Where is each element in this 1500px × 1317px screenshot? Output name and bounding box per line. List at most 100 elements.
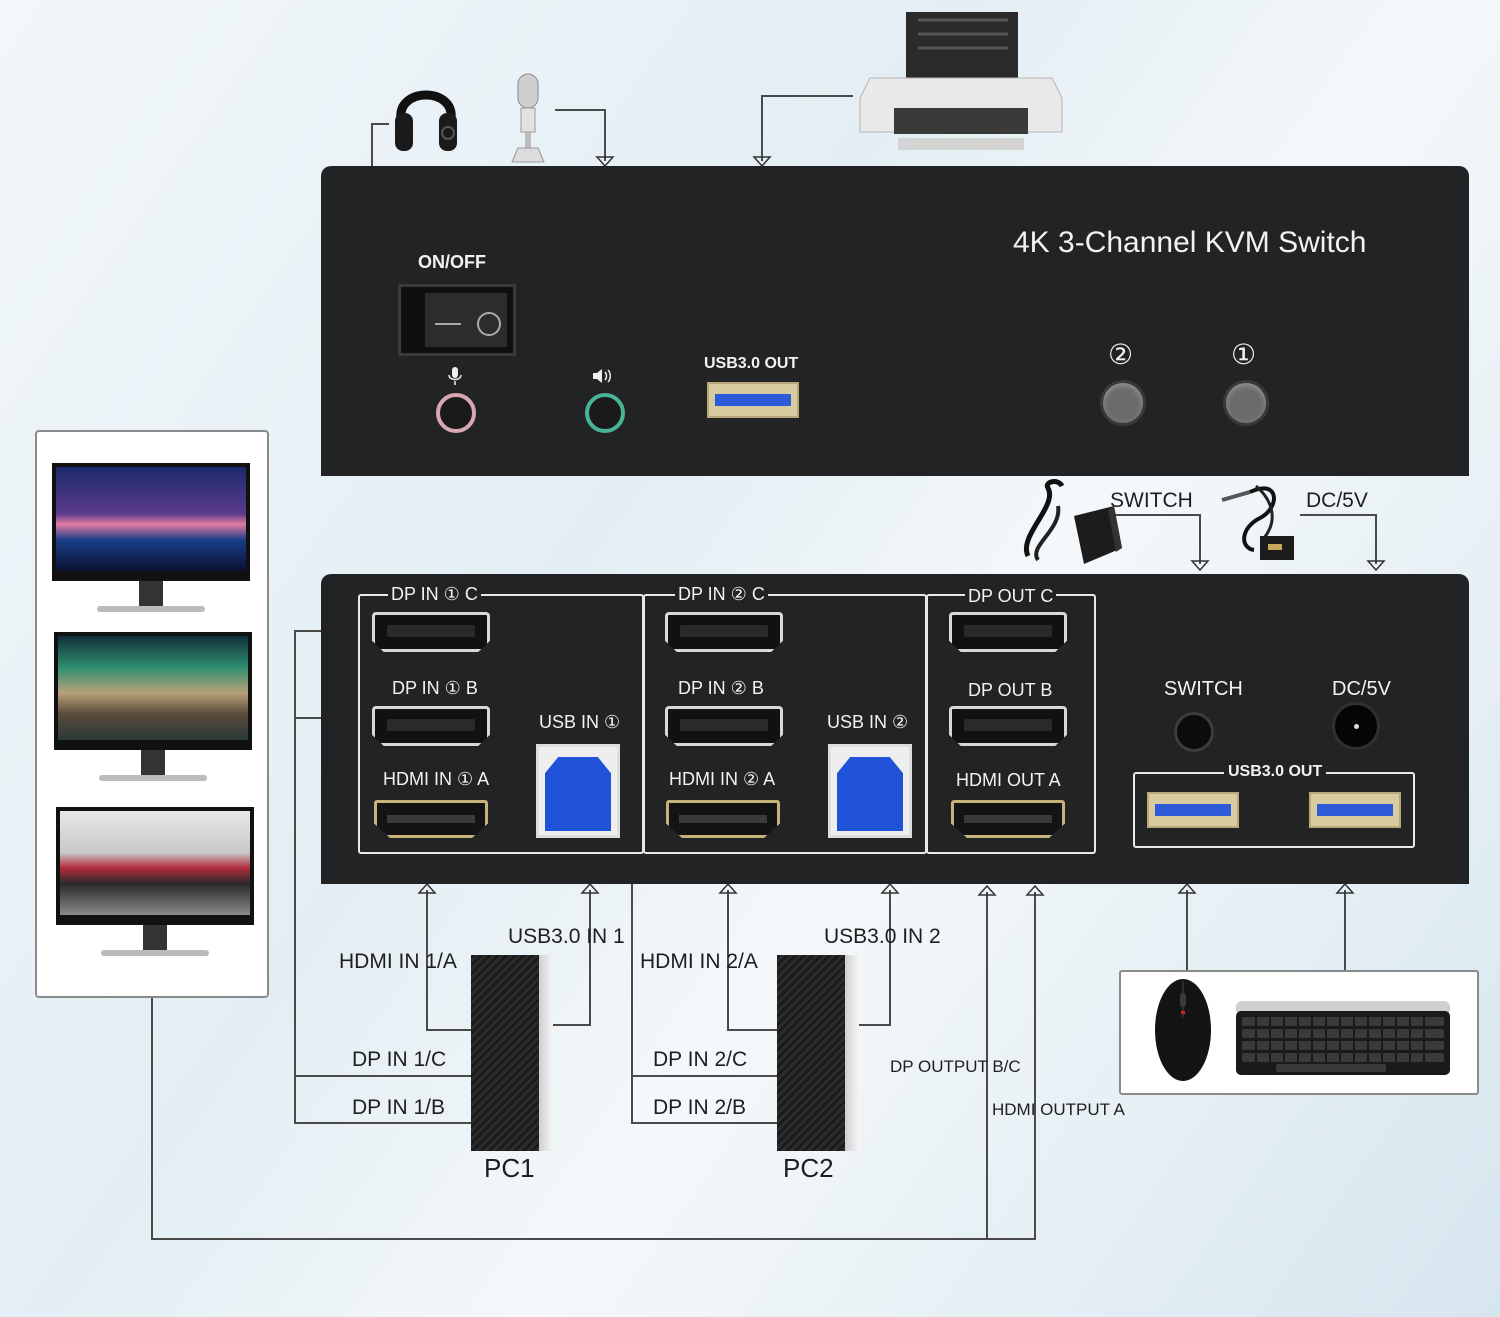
monitor-2-stand <box>141 750 165 776</box>
dp-output-connection-label: DP OUTPUT B/C <box>890 1057 1021 1076</box>
select-pc2-button[interactable] <box>1100 380 1146 426</box>
wire-pc1-dpb-h <box>294 1122 472 1124</box>
front-usb-a-port[interactable] <box>707 382 799 418</box>
switch-cable-icon <box>1221 484 1294 560</box>
button-2-label: ② <box>1108 339 1134 370</box>
rear-usb-a-port-2[interactable] <box>1309 792 1401 828</box>
rear-usb-out-label: USB3.0 OUT <box>1224 763 1327 781</box>
switch-port[interactable] <box>1174 712 1214 752</box>
dp-in-1c-port[interactable] <box>372 612 490 652</box>
wire-switch-adapter-down <box>1199 514 1201 564</box>
arrow-hdmi2 <box>718 882 738 894</box>
arrow-hdmi1 <box>417 882 437 894</box>
mic-jack[interactable] <box>436 393 476 433</box>
dp-in-1c-label: DP IN ① C <box>388 584 481 605</box>
usb-in-2-port[interactable] <box>828 744 912 838</box>
hdmi-in-1a-label: HDMI IN ① A <box>383 769 490 789</box>
dp-in-2b-port[interactable] <box>665 706 783 746</box>
wire-output-dp <box>986 892 988 1240</box>
dp-in-2c-port[interactable] <box>665 612 783 652</box>
arrow-mic <box>595 156 615 168</box>
monitor-3-foot <box>101 950 209 956</box>
pc2-tower-icon <box>777 955 859 1151</box>
wire-pc2-dpc-h <box>631 1075 777 1077</box>
dp-in-1b-connection-label: DP IN 1/B <box>352 1096 445 1119</box>
audio-out-jack[interactable] <box>585 393 625 433</box>
rear-usb-a-port-1[interactable] <box>1147 792 1239 828</box>
microphone-icon <box>511 73 545 163</box>
usb-in-1-port[interactable] <box>536 744 620 838</box>
speaker-icon <box>593 369 611 383</box>
wire-pc2-hdmi-v <box>727 890 729 1030</box>
usb-in-2-label: USB IN ② <box>827 712 909 732</box>
dp-out-b-port[interactable] <box>949 706 1067 746</box>
monitor-2-foot <box>99 775 207 781</box>
hdmi-output-connection-label: HDMI OUTPUT A <box>992 1100 1125 1119</box>
monitor-icon <box>56 807 254 925</box>
dp-in-2c-connection-label: DP IN 2/C <box>653 1048 748 1071</box>
wire-mic <box>555 109 605 111</box>
dc-port-label: DC/5V <box>1332 678 1391 700</box>
monitor-3-stand <box>143 925 167 951</box>
wire-pc1-dpc-h <box>294 1075 472 1077</box>
dc-power-port[interactable] <box>1332 702 1380 750</box>
button-1-label: ① <box>1231 339 1257 370</box>
rocker-on-circle <box>477 312 501 336</box>
hdmi-in-2a-label: HDMI IN ② A <box>669 769 776 789</box>
hdmi-out-a-port[interactable] <box>951 800 1065 838</box>
wire-mic-down <box>604 109 606 161</box>
dc-pin <box>1354 724 1359 729</box>
wire-printer-down <box>761 95 763 161</box>
monitor-1-foot <box>97 606 205 612</box>
mic-jack-icon <box>448 367 462 385</box>
dp-in-2b-connection-label: DP IN 2/B <box>653 1096 746 1119</box>
switch-port-label: SWITCH <box>1164 678 1243 700</box>
keyboard-icon <box>1236 1001 1450 1075</box>
monitor-icon <box>52 463 250 581</box>
wire-pc1-hdmi-h <box>426 1029 472 1031</box>
arrow-usb2 <box>880 882 900 894</box>
pc1-tower-icon <box>471 955 553 1151</box>
arrow-usb1 <box>580 882 600 894</box>
wire-output-hdmi <box>1034 892 1036 1240</box>
arrow-switch <box>1190 560 1210 572</box>
select-pc1-button[interactable] <box>1223 380 1269 426</box>
usb-in-1-connection-label: USB3.0 IN 1 <box>508 925 625 948</box>
arrow-printer <box>752 156 772 168</box>
wire-dc-adapter <box>1300 514 1376 516</box>
front-usb-out-label: USB3.0 OUT <box>704 355 799 372</box>
arrow-keyboard <box>1335 882 1355 894</box>
dp-out-c-label: DP OUT C <box>965 586 1057 607</box>
switch-adapter-label: SWITCH <box>1110 489 1193 512</box>
wire-pc2-usb-v <box>889 890 891 1026</box>
wire-pc1-usb-v <box>589 890 591 1026</box>
dp-out-b-label: DP OUT B <box>968 680 1053 700</box>
headphones-icon <box>395 90 457 151</box>
monitor-1-screen <box>56 467 246 571</box>
arrow-dpout <box>977 884 997 896</box>
arrow-dc <box>1366 560 1386 572</box>
dp-out-c-port[interactable] <box>949 612 1067 652</box>
on-off-label: ON/OFF <box>418 252 486 272</box>
power-rocker-switch[interactable] <box>398 284 516 356</box>
hdmi-in-2a-port[interactable] <box>666 800 780 838</box>
arrow-mouse <box>1177 882 1197 894</box>
hdmi-in-1a-port[interactable] <box>374 800 488 838</box>
wire-monitor-up <box>151 995 153 1240</box>
dp-in-1b-port[interactable] <box>372 706 490 746</box>
arrow-hdmiout <box>1025 884 1045 896</box>
wire-switch-adapter <box>1105 514 1200 516</box>
dp-in-2c-label: DP IN ② C <box>675 584 768 605</box>
monitor-2-screen <box>58 636 248 740</box>
dp-in-2b-label: DP IN ② B <box>678 678 764 698</box>
pc1-label: PC1 <box>484 1153 535 1183</box>
wire-dc-adapter-down <box>1375 514 1377 564</box>
product-title: 4K 3-Channel KVM Switch <box>1013 226 1367 259</box>
wire-headphone-top <box>371 123 389 125</box>
mouse-icon <box>1155 979 1211 1081</box>
wire-pc1-dp-vertical <box>294 630 296 1124</box>
wire-mouse <box>1186 890 1188 970</box>
wire-pc2-hdmi-h <box>727 1029 777 1031</box>
wire-pc2-usb-h <box>858 1024 891 1026</box>
dp-in-1c-connection-label: DP IN 1/C <box>352 1048 447 1071</box>
